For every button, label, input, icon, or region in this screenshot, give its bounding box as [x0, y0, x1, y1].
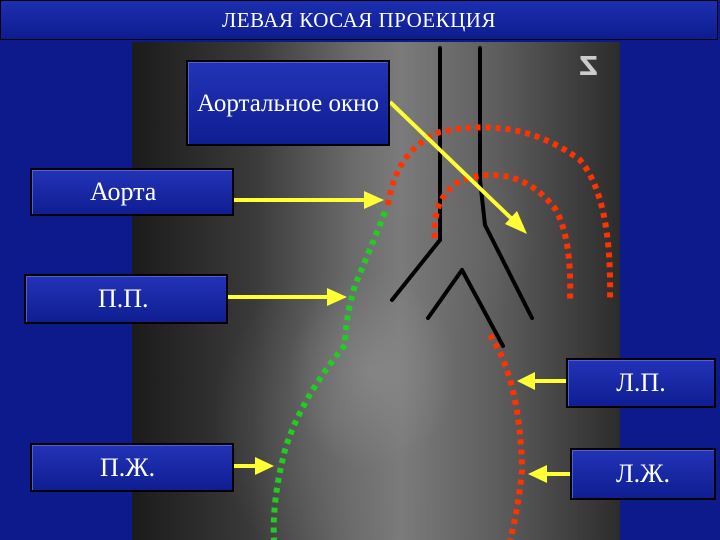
aortic-window-label: Аортальное окно [186, 60, 390, 146]
trachea-right-wall [478, 46, 487, 227]
right-heart-contour [270, 210, 388, 540]
slide-title: ЛЕВАЯ КОСАЯ ПРОЕКЦИЯ [222, 7, 496, 32]
right-atrium-label: П.П. [24, 274, 228, 324]
pointer-arrows [228, 100, 570, 483]
aortic-window-arrowhead [505, 211, 527, 234]
green-contours [270, 210, 388, 540]
aorta-arrowhead [364, 191, 384, 209]
carina-right [460, 268, 505, 348]
aortic-arch-inner-contour [431, 172, 574, 301]
right-atrium-arrowhead [327, 288, 347, 306]
left-ventricle-arrowhead [528, 465, 547, 483]
carina-left [426, 268, 464, 320]
right-ventricle-label: П.Ж. [30, 443, 234, 492]
left-atrium-label: Л.П. [566, 358, 716, 408]
left-heart-contour [487, 333, 526, 540]
airway-outline [390, 46, 534, 348]
left-ventricle-label: Л.Ж. [570, 448, 716, 500]
aortic-arch-outer-contour [385, 124, 614, 301]
right-ventricle-arrowhead [255, 457, 274, 475]
aorta-label: Аорта [30, 168, 234, 216]
left-atrium-arrowhead [517, 372, 535, 390]
red-contours [385, 124, 614, 540]
left-main-bronchus-upper [390, 238, 442, 302]
aortic-window-arrow [388, 100, 517, 224]
right-main-bronchus-upper [483, 223, 534, 320]
slide-title-bar: ЛЕВАЯ КОСАЯ ПРОЕКЦИЯ [0, 0, 718, 40]
